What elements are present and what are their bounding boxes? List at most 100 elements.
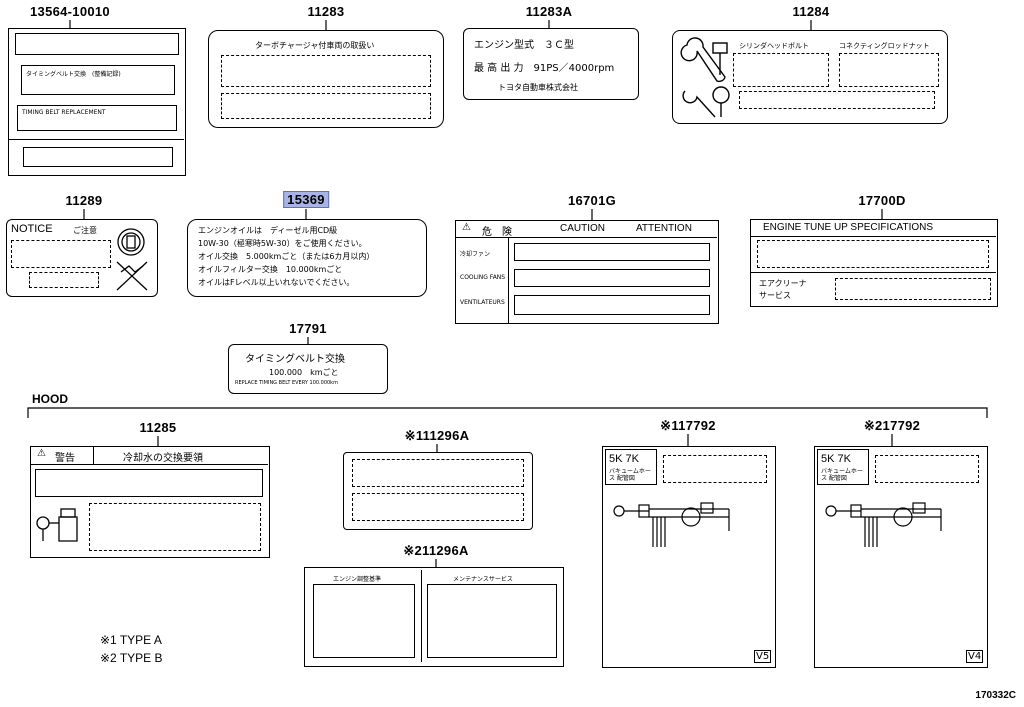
label-16701g[interactable]: ⚠ 危 険 CAUTION ATTENTION 冷却ファン COOLING FA… [455, 220, 719, 324]
label-117792-model-box [605, 449, 657, 485]
label-11283-title: ターボチャージャ付車両の取扱い [255, 41, 375, 50]
label-211296a[interactable]: エンジン調整基準 メンテナンスサービス [304, 567, 564, 667]
label-17700d-sub2: サービス [759, 291, 791, 300]
label-217792[interactable]: 5K 7K バキュームホース 配管図 V4 [814, 446, 988, 668]
label-13564[interactable]: タイミングベルト交換 (整備記録) TIMING BELT REPLACEMEN… [8, 28, 186, 176]
label-11283-field-2 [221, 93, 431, 119]
label-11285[interactable]: ⚠ 警告 冷却水の交換要領 [30, 446, 270, 558]
part-number-217792[interactable]: ※217792 [863, 418, 921, 433]
radiator-cap-icon [36, 508, 78, 542]
label-17700d-title-rule [751, 236, 996, 237]
label-17700d-field-2 [835, 278, 991, 300]
label-16701g-divider [508, 237, 509, 323]
vacuum-hose-diagram-icon [613, 502, 730, 547]
label-15369-line5: オイルはFレベル以上いれないでください。 [198, 278, 355, 287]
label-11283[interactable]: ターボチャージャ付車両の取扱い [208, 30, 444, 128]
label-11284[interactable]: シリンダヘッドボルト コネクティングロッドナット [672, 30, 948, 124]
label-16701g-field-1 [514, 243, 710, 261]
label-11289-field-2 [29, 272, 99, 288]
label-17700d-divider [751, 272, 996, 273]
label-11283a-line1: エンジン型式 ３Ｃ型 [474, 40, 574, 51]
label-17791-line3: REPLACE TIMING BELT EVERY 100.000km [235, 380, 338, 386]
part-number-11283a[interactable]: 11283A [525, 4, 573, 19]
label-117792-corner: V5 [754, 650, 772, 663]
fuel-warning-icon [116, 228, 148, 291]
wrench-bolt-icon [680, 37, 730, 118]
label-11283a-line2: 最 高 出 力 91PS／4000rpm [474, 63, 615, 74]
label-15369[interactable]: エンジンオイルは ディーゼル用CD級 10W-30（極寒時5W-30）をご使用く… [187, 219, 427, 297]
vacuum-hose-diagram-icon [825, 502, 942, 547]
label-217792-model-box [817, 449, 869, 485]
label-17700d-field-1 [757, 240, 989, 268]
label-16701g-field-3 [514, 295, 710, 315]
label-16701g-row3: VENTILATEURS [460, 299, 505, 306]
label-16701g-danger: 危 険 [482, 227, 512, 238]
label-111296a-field-1 [352, 459, 524, 487]
label-11289-field-1 [11, 240, 111, 268]
label-15369-line4: オイルフィルター交換 10.000kmごと [198, 265, 343, 274]
label-211296a-field-1 [313, 584, 415, 658]
label-11285-header-divider [93, 447, 94, 464]
label-13564-field-3: TIMING BELT REPLACEMENT [17, 105, 177, 131]
label-11283-field-1 [221, 55, 431, 87]
label-217792-sub: バキュームホース 配管図 [821, 468, 863, 482]
label-16701g-attention: ATTENTION [636, 223, 692, 234]
label-11289-notice-jp: ご注意 [73, 226, 97, 235]
label-17700d[interactable]: ENGINE TUNE UP SPECIFICATIONS エアクリーナ サービ… [750, 219, 998, 307]
part-number-117792[interactable]: ※117792 [660, 418, 716, 433]
label-211296a-field-2 [427, 584, 557, 658]
part-number-13564[interactable]: 13564-10010 [30, 4, 110, 19]
label-217792-field-1 [875, 455, 979, 483]
label-17700d-title: ENGINE TUNE UP SPECIFICATIONS [763, 222, 934, 233]
label-217792-corner: V4 [966, 650, 984, 663]
part-number-211296a[interactable]: ※211296A [403, 543, 469, 558]
label-17791-line2: 100.000 kmごと [269, 368, 339, 377]
label-11289[interactable]: NOTICE ご注意 [6, 219, 158, 297]
label-16701g-row2: COOLING FANS [460, 274, 506, 281]
note-type-a: ※1 TYPE A [100, 633, 162, 647]
label-13564-divider [9, 139, 184, 140]
label-13564-field-2: タイミングベルト交換 (整備記録) [21, 65, 175, 95]
label-117792-field-1 [663, 455, 767, 483]
label-11283a-line3: トヨタ自動車株式会社 [498, 83, 578, 92]
part-number-11289[interactable]: 11289 [65, 193, 103, 208]
label-211296a-col2: メンテナンスサービス [453, 576, 513, 583]
label-16701g-row1: 冷却ファン [460, 251, 491, 258]
label-13564-field-4 [23, 147, 173, 167]
part-number-15369[interactable]: 15369 [283, 191, 329, 208]
label-11285-header: ⚠ 警告 冷却水の交換要領 [31, 447, 268, 465]
label-11284-col2: コネクティングロッドナット [839, 42, 930, 50]
label-11283a[interactable]: エンジン型式 ３Ｃ型 最 高 出 力 91PS／4000rpm トヨタ自動車株式… [463, 28, 639, 100]
part-number-17700d[interactable]: 17700D [858, 193, 906, 208]
label-11284-field-3 [739, 91, 935, 109]
part-number-17791[interactable]: 17791 [289, 321, 327, 336]
label-111296a-field-2 [352, 493, 524, 521]
label-11284-field-1 [733, 53, 829, 87]
label-211296a-col1: エンジン調整基準 [333, 576, 382, 583]
part-number-11285[interactable]: 11285 [139, 420, 177, 435]
figure-number: 170332C [975, 690, 1016, 701]
label-13564-field-1 [15, 33, 179, 55]
part-number-111296a[interactable]: ※111296A [404, 428, 470, 443]
label-117792[interactable]: 5K 7K バキュームホース 配管図 V5 [602, 446, 776, 668]
warning-triangle-icon: ⚠ [462, 222, 471, 233]
label-111296a[interactable] [343, 452, 533, 530]
label-16701g-header: ⚠ 危 険 CAUTION ATTENTION [456, 221, 717, 238]
label-17791[interactable]: タイミングベルト交換 100.000 kmごと REPLACE TIMING B… [228, 344, 388, 394]
label-16701g-field-2 [514, 269, 710, 287]
part-number-11284[interactable]: 11284 [792, 4, 830, 19]
label-11285-field-2 [89, 503, 261, 551]
label-117792-model: 5K 7K [609, 453, 639, 465]
label-11285-field-1 [35, 469, 263, 497]
part-number-11283[interactable]: 11283 [307, 4, 345, 19]
part-number-16701g[interactable]: 16701G [567, 193, 617, 208]
note-type-b: ※2 TYPE B [100, 651, 163, 665]
label-17700d-sub1: エアクリーナ [759, 279, 807, 288]
label-11285-title: 冷却水の交換要領 [123, 453, 203, 464]
label-11285-warning: 警告 [55, 453, 75, 464]
label-117792-sub: バキュームホース 配管図 [609, 468, 651, 482]
label-15369-line1: エンジンオイルは ディーゼル用CD級 [198, 226, 338, 235]
label-217792-model: 5K 7K [821, 453, 851, 465]
